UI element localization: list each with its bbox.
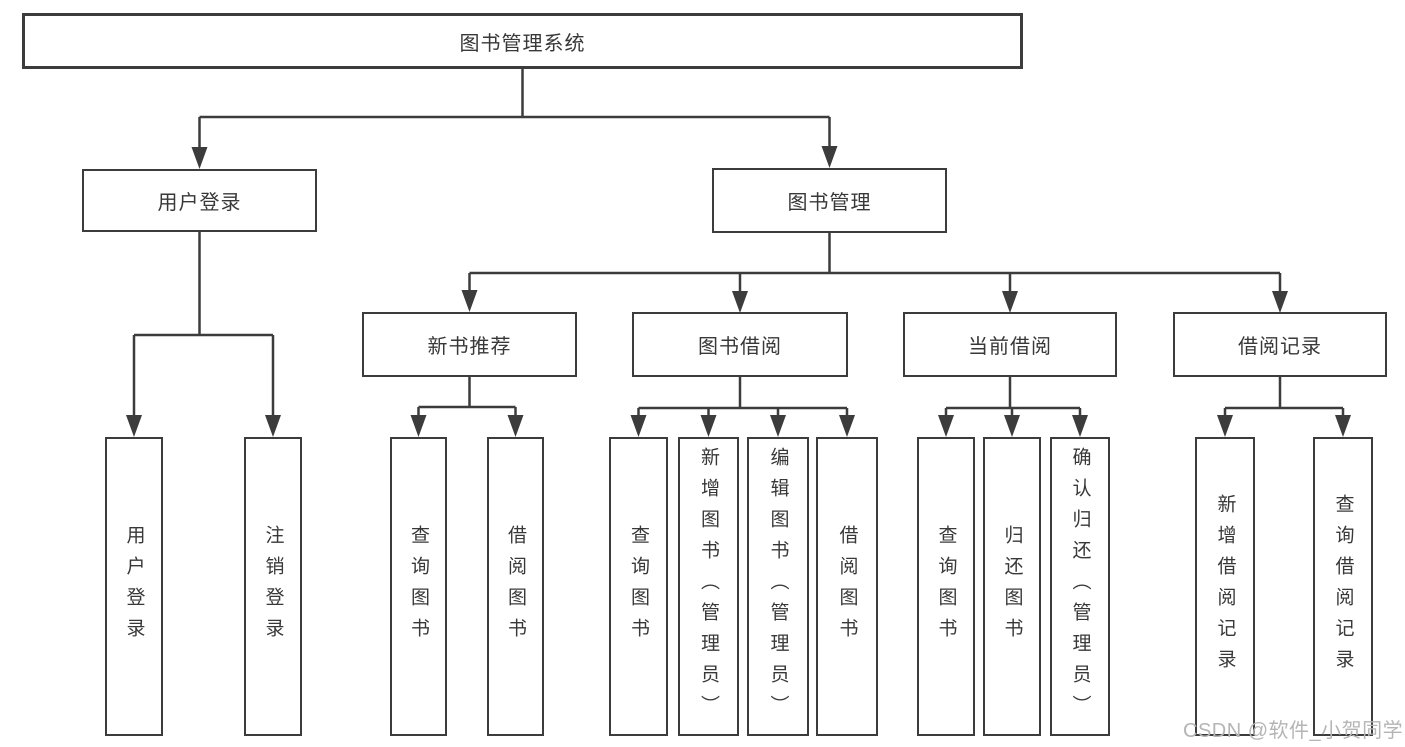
- node-leaf-edit-books-admin: 编辑图书（管理员）: [747, 437, 809, 736]
- node-leaf-borrow-books: 借阅图书: [816, 437, 878, 736]
- node-leaf-query-books-borrow: 查询图书: [609, 437, 668, 736]
- node-leaf-query-borrow-record: 查询借阅记录: [1313, 437, 1373, 736]
- edge-root-children: [191, 69, 838, 169]
- edge-book-management-children: [461, 233, 1288, 313]
- leaf-label: 确认归还（管理员）: [1069, 447, 1091, 726]
- node-library-management-system: 图书管理系统: [22, 13, 1023, 69]
- edge-borrow-record-children: [1217, 377, 1351, 437]
- node-leaf-query-books-recommend: 查询图书: [390, 437, 447, 736]
- leaf-label: 查询图书: [408, 524, 429, 649]
- leaf-label: 查询图书: [628, 524, 649, 649]
- node-leaf-query-books-current: 查询图书: [917, 437, 975, 736]
- edge-book-borrow-children: [630, 377, 855, 437]
- edge-new-book-children: [410, 377, 524, 437]
- leaf-label: 新增借阅记录: [1214, 493, 1236, 680]
- leaf-label: 编辑图书（管理员）: [767, 447, 789, 726]
- leaf-label: 注销登录: [262, 524, 284, 649]
- node-book-management: 图书管理: [712, 168, 947, 233]
- leaf-label: 新增图书（管理员）: [698, 447, 719, 726]
- csdn-watermark: CSDN @软件_小贺同学: [1183, 720, 1404, 742]
- node-leaf-logout: 注销登录: [244, 437, 302, 736]
- leaf-label: 借阅图书: [836, 524, 858, 649]
- leaf-label: 查询借阅记录: [1332, 493, 1354, 680]
- node-user-login: 用户登录: [82, 169, 317, 232]
- node-leaf-user-login: 用户登录: [105, 437, 163, 736]
- edge-user-login-children: [126, 232, 281, 437]
- leaf-label: 用户登录: [123, 524, 145, 649]
- node-borrow-record: 借阅记录: [1173, 312, 1387, 377]
- node-leaf-return-books: 归还图书: [983, 437, 1041, 736]
- node-leaf-add-borrow-record: 新增借阅记录: [1195, 437, 1255, 736]
- node-new-book-recommend: 新书推荐: [362, 312, 577, 377]
- node-leaf-borrow-books-recommend: 借阅图书: [487, 437, 544, 736]
- node-current-borrow: 当前借阅: [903, 312, 1117, 377]
- leaf-label: 查询图书: [935, 524, 957, 649]
- leaf-label: 归还图书: [1001, 524, 1023, 649]
- edge-current-borrow-children: [938, 377, 1088, 437]
- node-book-borrow: 图书借阅: [632, 312, 848, 377]
- node-leaf-confirm-return-admin: 确认归还（管理员）: [1050, 437, 1110, 736]
- leaf-label: 借阅图书: [505, 524, 526, 649]
- node-leaf-add-books-admin: 新增图书（管理员）: [678, 437, 739, 736]
